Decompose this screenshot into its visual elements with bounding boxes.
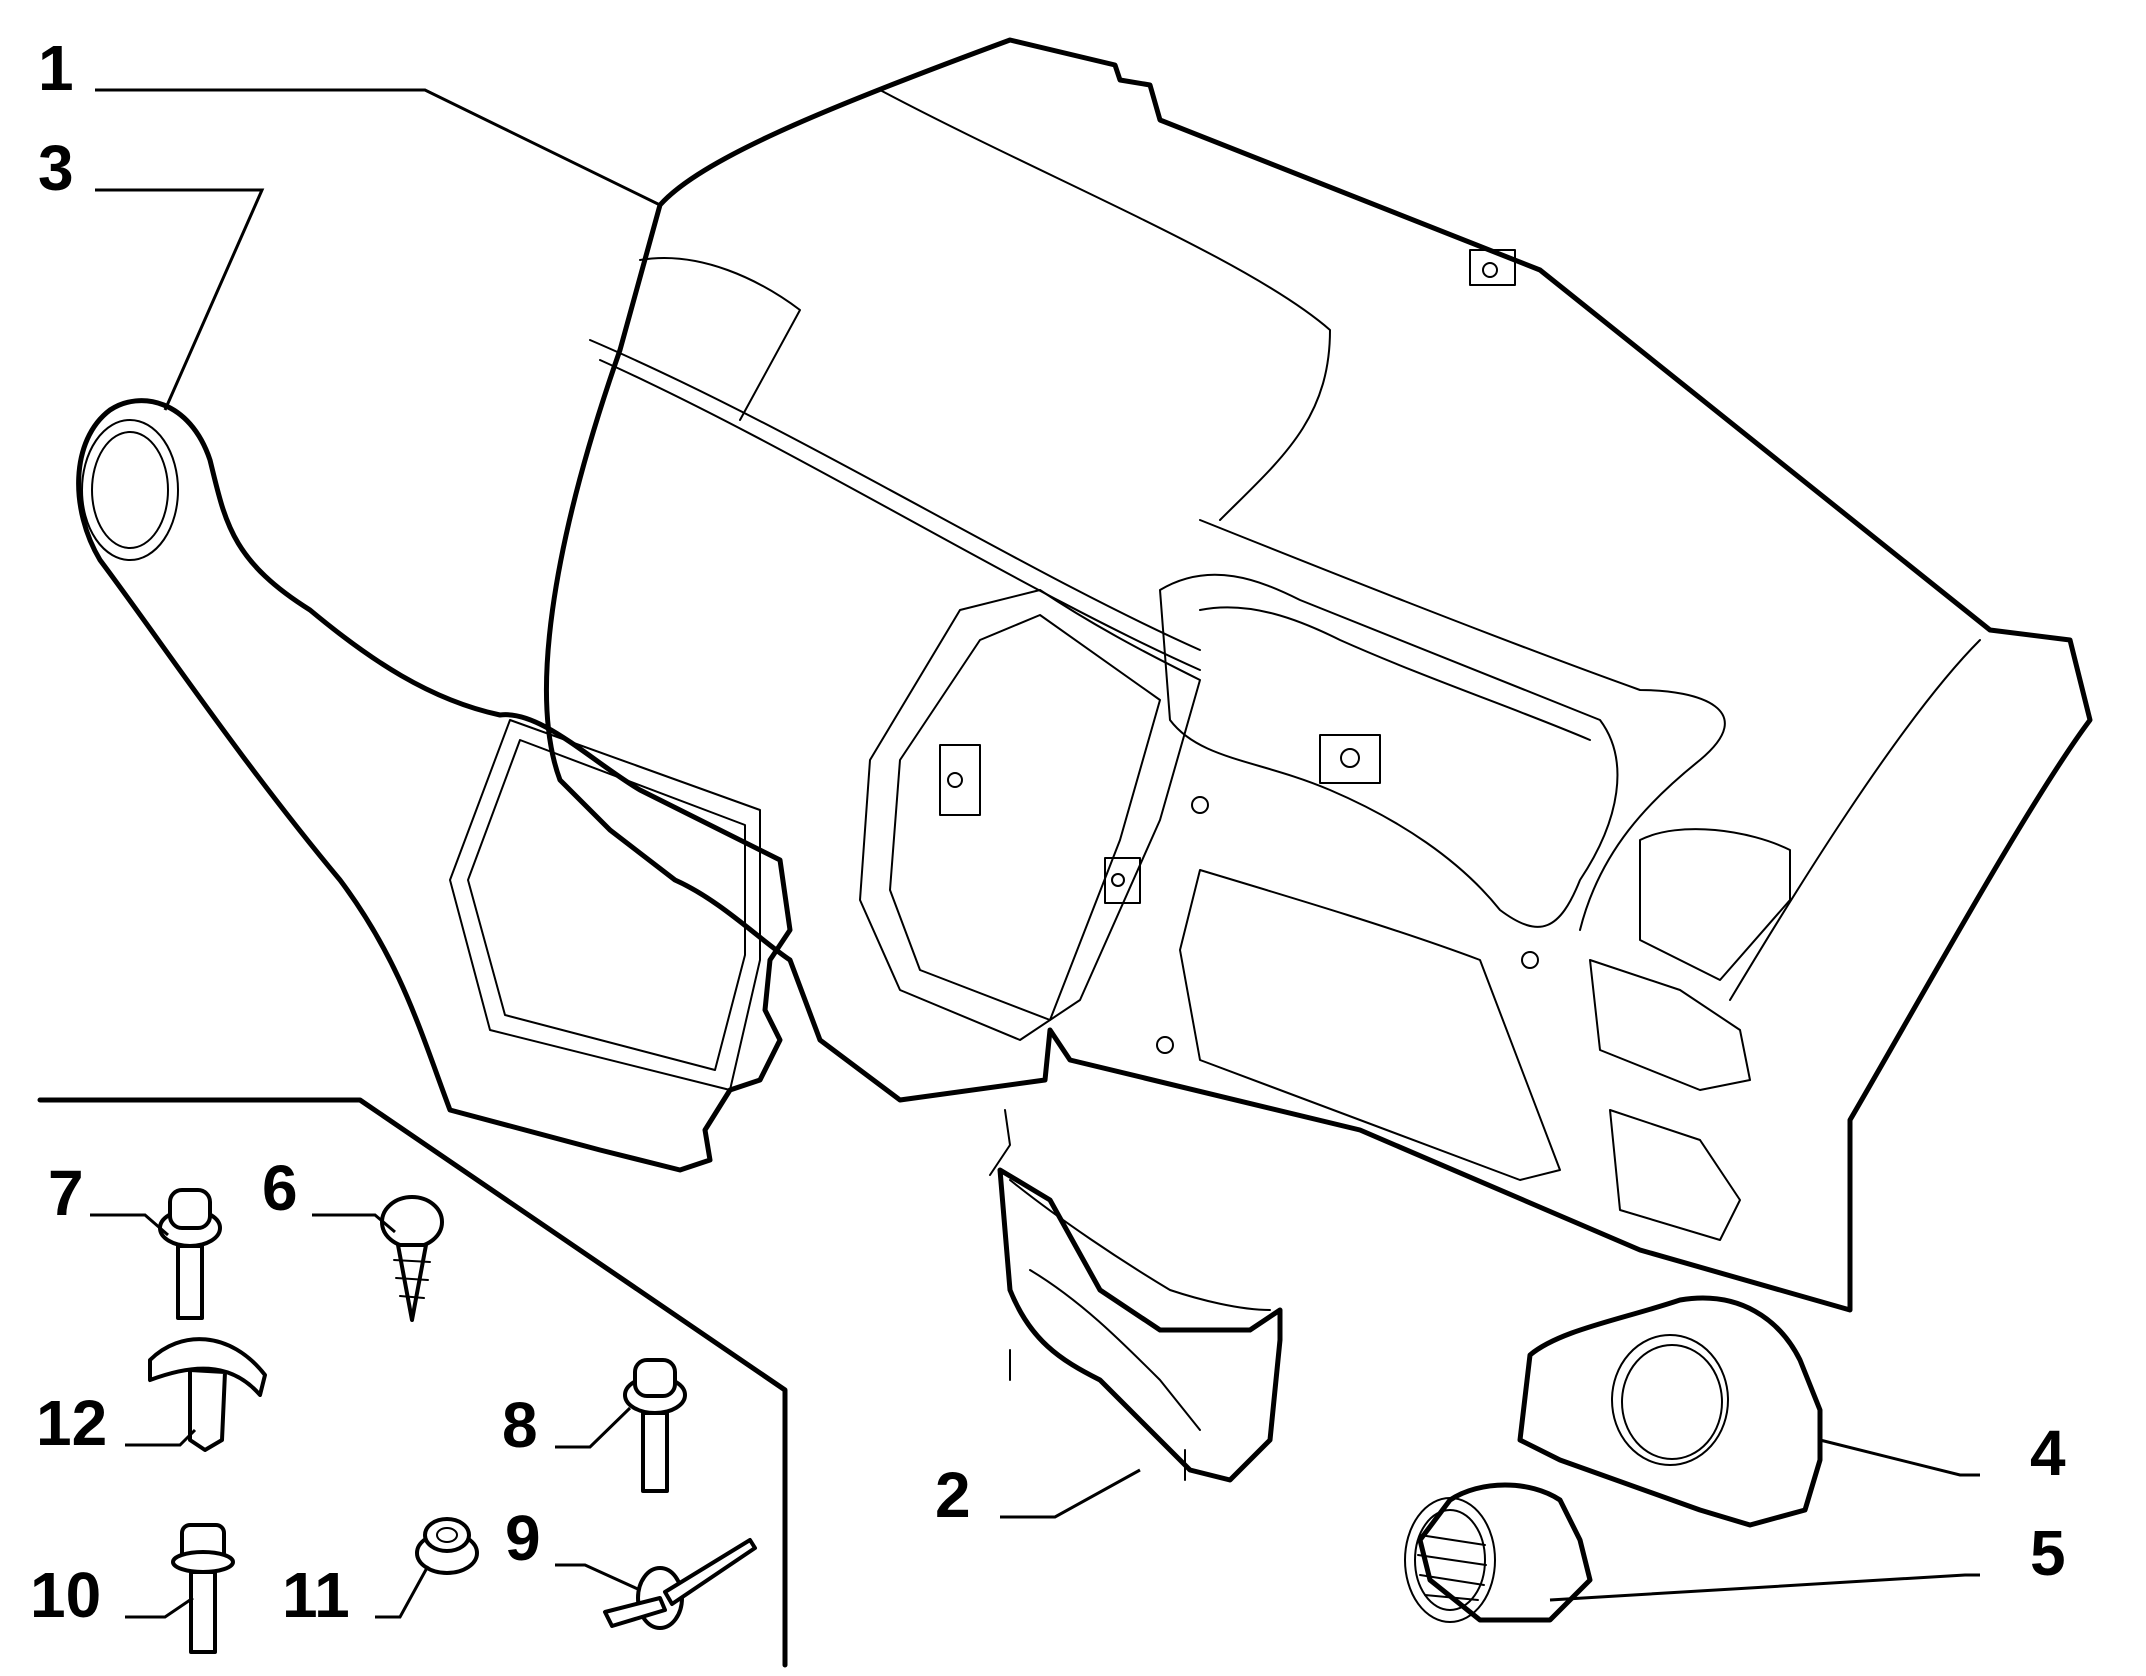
callout-7: 7 xyxy=(48,1157,84,1229)
inset-border xyxy=(37,1097,788,1668)
nut-11 xyxy=(415,1517,479,1575)
rivet-9 xyxy=(603,1538,757,1630)
callout-8: 8 xyxy=(502,1389,538,1461)
dashboard-panel xyxy=(544,37,2093,1313)
callout-5: 5 xyxy=(2030,1517,2066,1589)
callout-11: 11 xyxy=(282,1559,350,1631)
right-end-cap xyxy=(1517,1295,1823,1528)
callout-2: 2 xyxy=(935,1459,971,1531)
callout-4: 4 xyxy=(2030,1417,2066,1489)
callout-6: 6 xyxy=(262,1152,298,1224)
callout-12: 12 xyxy=(36,1387,107,1459)
callout-3: 3 xyxy=(38,132,74,204)
callout-9: 9 xyxy=(505,1502,541,1574)
screw-6 xyxy=(380,1195,444,1322)
callout-10: 10 xyxy=(30,1559,101,1631)
leader-lines xyxy=(90,88,1980,1619)
callout-labels: 1 3 2 4 5 7 6 12 8 10 11 9 xyxy=(30,32,2066,1631)
callout-1: 1 xyxy=(38,32,74,104)
screw-8 xyxy=(623,1358,687,1493)
screw-7 xyxy=(158,1188,222,1320)
clip-12 xyxy=(148,1337,267,1452)
bolt-10 xyxy=(171,1523,235,1654)
cluster-hood xyxy=(989,1109,1283,1483)
left-side-panel xyxy=(76,398,793,1173)
air-vent xyxy=(1404,1482,1593,1623)
